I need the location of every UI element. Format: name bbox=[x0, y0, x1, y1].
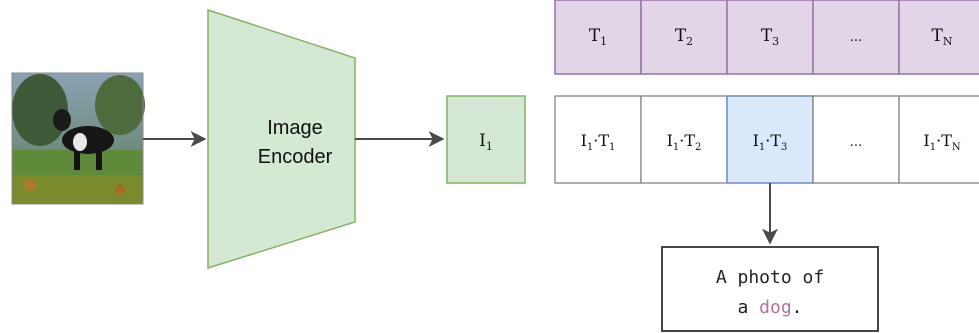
encoder-label-line1: Image bbox=[267, 117, 323, 139]
encoder-label-line2: Encoder bbox=[258, 146, 333, 168]
similarity-cell-ellipsis bbox=[812, 95, 900, 184]
similarity-cell-n bbox=[898, 95, 979, 184]
image-embedding-label: I1 bbox=[479, 131, 493, 153]
text-embedding-cell-n bbox=[898, 0, 979, 75]
text-embedding-label-n: TN bbox=[932, 26, 953, 48]
predicted-caption-box: A photo of a dog. bbox=[661, 246, 879, 332]
similarity-label-3: I1·T3 bbox=[753, 131, 788, 153]
text-embedding-label-3: T3 bbox=[761, 26, 779, 48]
similarity-row: I1·T1 I1·T2 I1·T3 ... I1·TN bbox=[554, 95, 979, 184]
similarity-label-2: I1·T2 bbox=[667, 131, 702, 153]
text-embedding-label-1: T1 bbox=[589, 26, 607, 48]
image-encoder-block: Image Encoder bbox=[207, 8, 356, 270]
similarity-cell-1 bbox=[554, 95, 642, 184]
text-embedding-label-2: T2 bbox=[675, 26, 693, 48]
similarity-cell-3-highlighted bbox=[726, 95, 814, 184]
text-embedding-label-ellipsis: ... bbox=[850, 30, 862, 45]
similarity-label-ellipsis: ... bbox=[850, 135, 862, 150]
caption-line-1: A photo of bbox=[716, 267, 824, 288]
caption-line-2: a dog. bbox=[737, 297, 802, 318]
input-dog-photo bbox=[11, 72, 145, 205]
caption-highlight-word: dog bbox=[759, 297, 792, 318]
text-embedding-cell-2 bbox=[640, 0, 728, 75]
image-embedding-box: I1 bbox=[446, 95, 526, 184]
text-embedding-row: T1 T2 T3 ... TN bbox=[554, 0, 979, 75]
similarity-label-n: I1·TN bbox=[923, 131, 960, 153]
similarity-label-1: I1·T1 bbox=[581, 131, 616, 153]
similarity-cell-2 bbox=[640, 95, 728, 184]
text-embedding-cell-ellipsis bbox=[812, 0, 900, 75]
text-embedding-cell-1 bbox=[554, 0, 642, 75]
